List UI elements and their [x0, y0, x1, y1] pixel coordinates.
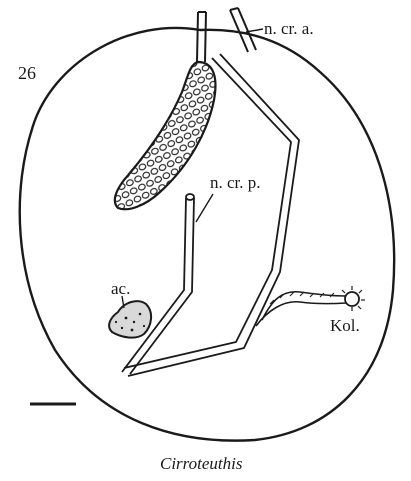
label-n-cr-a: n. cr. a. [264, 20, 314, 37]
label-n-cr-p: n. cr. p. [210, 174, 261, 191]
n-cr-p-leader [196, 194, 213, 222]
label-ac: ac. [111, 280, 130, 297]
label-kol: Kol. [330, 317, 360, 334]
kolliker-knob [345, 292, 359, 306]
anticrista-blob [109, 301, 151, 337]
figure-number: 26 [18, 64, 36, 82]
posterior-crista-nerve [122, 194, 194, 374]
macula-cell-mass [115, 62, 216, 209]
figure-caption: Cirroteuthis [160, 455, 243, 472]
